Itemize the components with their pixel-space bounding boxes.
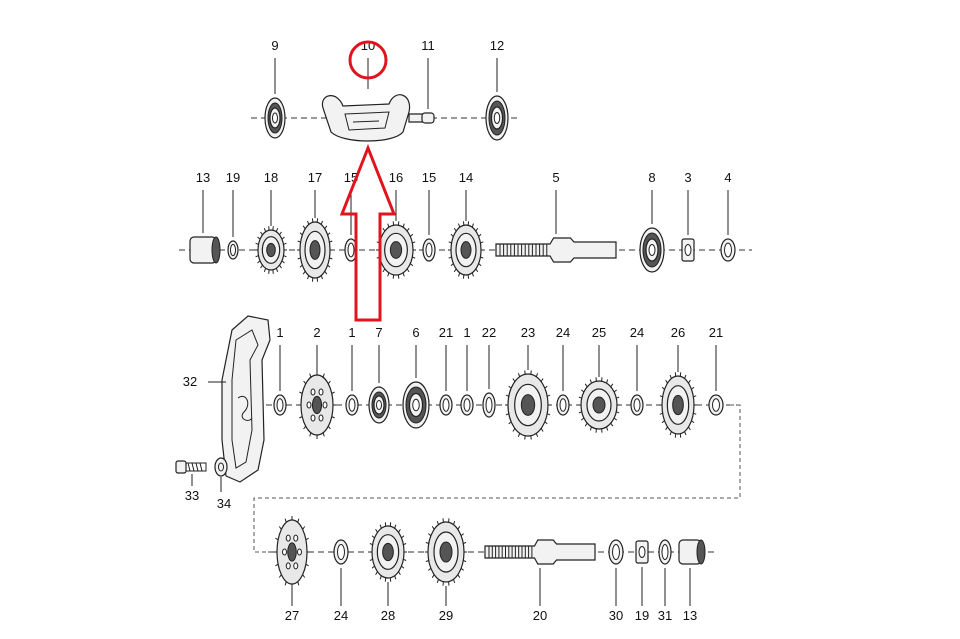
part-number-label: 4 <box>724 170 731 185</box>
part-6-bearing: 6 <box>402 325 430 429</box>
part-9-bearing: 9 <box>264 38 286 139</box>
part-number-label: 21 <box>709 325 723 340</box>
highlight-circle <box>348 40 388 80</box>
part-number-label: 19 <box>226 170 240 185</box>
part-21-washer: 21 <box>439 325 453 416</box>
part-30-washer: 30 <box>608 539 624 623</box>
part-number-label: 5 <box>552 170 559 185</box>
part-13-sleeve: 13 <box>678 539 706 623</box>
parts-row-top: 9 10 11 12 <box>251 38 521 142</box>
part-number-label: 24 <box>556 325 570 340</box>
cover-label: 32 <box>183 374 197 389</box>
part-number-label: 23 <box>521 325 535 340</box>
part-number-label: 9 <box>271 38 278 53</box>
part-number-label: 29 <box>439 608 453 623</box>
part-number-label: 24 <box>630 325 644 340</box>
part-number-label: 1 <box>348 325 355 340</box>
highlight-arrow-icon <box>339 143 397 322</box>
washer-part-34: 34 <box>214 457 231 511</box>
part-24-washer: 24 <box>333 539 349 623</box>
part-11-pin: 11 <box>421 38 435 124</box>
part-number-label: 19 <box>635 608 649 623</box>
part-number-label: 26 <box>671 325 685 340</box>
part-26-gear: 26 <box>659 325 697 438</box>
part-number-label: 22 <box>482 325 496 340</box>
part-number-label: 11 <box>421 38 435 53</box>
part-number-label: 18 <box>264 170 278 185</box>
part-19-washer: 19 <box>226 170 240 260</box>
cover-part-32: 32 <box>183 315 271 483</box>
part-25-gear: 25 <box>578 325 620 433</box>
part-8-bearing: 8 <box>639 170 665 273</box>
part-number-label: 13 <box>196 170 210 185</box>
part-4-washer: 4 <box>720 170 736 262</box>
part-1-washer: 1 <box>273 325 287 416</box>
part-number-label: 27 <box>285 608 299 623</box>
part-number-label: 13 <box>683 608 697 623</box>
part-number-label: 25 <box>592 325 606 340</box>
part-23-gear: 23 <box>505 325 551 440</box>
part-29-gear: 29 <box>425 518 467 623</box>
part-number-label: 15 <box>422 170 436 185</box>
bolt-part-33: 33 <box>175 460 207 503</box>
part-number-label: 21 <box>439 325 453 340</box>
part-1-washer: 1 <box>460 325 474 416</box>
part-2-sprocket: 2 <box>298 325 336 439</box>
part-24-washer: 24 <box>556 325 570 416</box>
part-18-gear: 18 <box>255 170 287 274</box>
part-1-washer: 1 <box>345 325 359 416</box>
part-28-gear: 28 <box>369 522 407 623</box>
part-27-sprocket: 27 <box>274 516 310 623</box>
part-number-label: 17 <box>308 170 322 185</box>
part-number-label: 28 <box>381 608 395 623</box>
part-10-fork: 10 <box>321 38 428 142</box>
washer-label: 34 <box>217 496 231 511</box>
part-number-label: 31 <box>658 608 672 623</box>
part-number-label: 6 <box>412 325 419 340</box>
part-31-washer: 31 <box>658 539 672 623</box>
part-7-bearing: 7 <box>368 325 390 424</box>
part-number-label: 24 <box>334 608 348 623</box>
part-number-label: 12 <box>490 38 504 53</box>
part-24-washer: 24 <box>630 325 644 416</box>
part-number-label: 2 <box>313 325 320 340</box>
part-number-label: 1 <box>463 325 470 340</box>
part-5-shaft: 5 <box>495 170 617 263</box>
part-number-label: 8 <box>648 170 655 185</box>
part-21-washer: 21 <box>708 325 724 416</box>
part-20-shaft: 20 <box>484 539 596 623</box>
part-number-label: 3 <box>684 170 691 185</box>
part-14-gear: 14 <box>448 170 484 279</box>
bolt-label: 33 <box>185 488 199 503</box>
part-15-washer: 15 <box>422 170 436 262</box>
part-16-gear: 16 <box>376 170 416 279</box>
part-12-bearing: 12 <box>485 38 509 141</box>
parts-row-bottom: 27 24 28 29 20 30 19 31 13 <box>268 516 714 623</box>
part-22-washer: 22 <box>482 325 496 418</box>
part-number-label: 1 <box>276 325 283 340</box>
part-17-gear: 17 <box>297 170 333 282</box>
part-19-nut: 19 <box>635 540 649 623</box>
shaft-connector-line <box>253 404 741 553</box>
part-13-sleeve: 13 <box>189 170 221 264</box>
part-number-label: 30 <box>609 608 623 623</box>
part-number-label: 14 <box>459 170 473 185</box>
part-number-label: 16 <box>389 170 403 185</box>
part-number-label: 7 <box>375 325 382 340</box>
part-3-nut: 3 <box>681 170 695 262</box>
part-number-label: 20 <box>533 608 547 623</box>
part-number-label: 10 <box>361 38 375 53</box>
